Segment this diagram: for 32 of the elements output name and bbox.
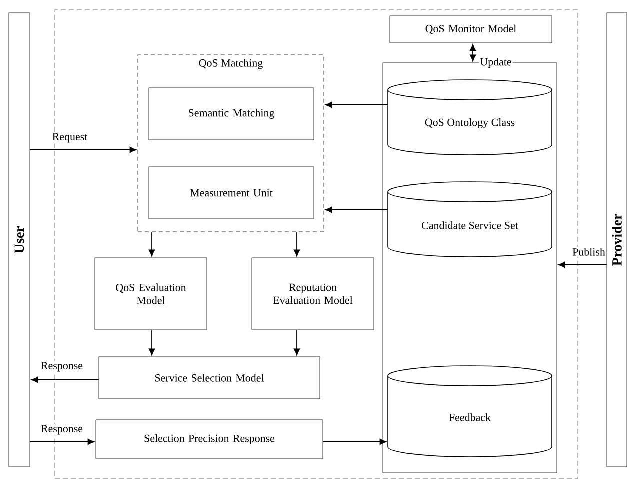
arrow xyxy=(30,438,95,446)
process-box: QoS Monitor Model xyxy=(390,16,552,44)
process-box: Measurement Unit xyxy=(148,166,314,220)
actor-bar: Provider xyxy=(606,12,627,468)
process-box: QoS Evaluation Model xyxy=(94,258,208,330)
actor-bar: User xyxy=(8,12,30,468)
database-cylinder: Feedback xyxy=(388,366,552,458)
process-box: Selection Precision Response xyxy=(96,420,324,460)
node-label: Feedback xyxy=(449,414,492,422)
database-cylinder: QoS Ontology Class xyxy=(388,80,552,156)
edge-label: Update xyxy=(479,57,513,69)
arrow xyxy=(325,206,388,214)
arrow xyxy=(148,232,156,257)
arrow xyxy=(148,330,156,356)
arrow xyxy=(294,232,300,257)
arrow xyxy=(558,262,608,268)
node-label: Candidate Service Set xyxy=(422,222,518,230)
edge-label: Request xyxy=(51,132,89,144)
process-box: Semantic Matching xyxy=(148,88,314,140)
arrow xyxy=(30,146,137,154)
arrow xyxy=(470,44,476,62)
edge-label: Response xyxy=(40,361,84,373)
edge-label: Response xyxy=(40,424,84,436)
arrow xyxy=(322,438,387,446)
database-cylinder: Candidate Service Set xyxy=(388,182,552,258)
arrow xyxy=(325,102,388,108)
arrow xyxy=(31,376,100,384)
edge-label: Publish xyxy=(572,247,606,257)
process-box: Service Selection Model xyxy=(98,356,320,400)
arrow xyxy=(294,330,300,356)
process-box: Reputation Evaluation Model xyxy=(252,258,374,330)
node-label: QoS Ontology Class xyxy=(425,118,515,128)
